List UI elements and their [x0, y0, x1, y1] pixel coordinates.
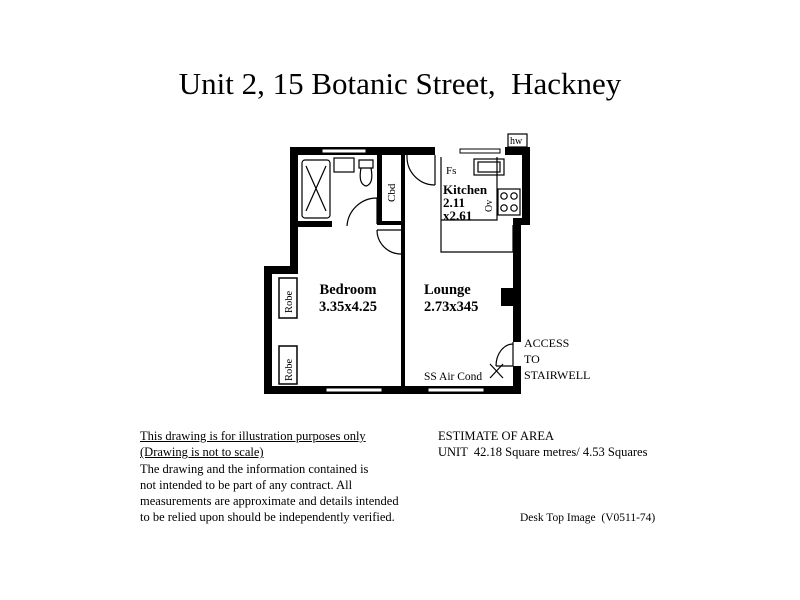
wall-bath-right	[377, 155, 382, 224]
burner-1	[500, 192, 508, 200]
kitchen-fixtures	[440, 133, 528, 253]
area-heading: ESTIMATE OF AREA	[438, 429, 554, 443]
bedroom-size: 3.35x4.25	[319, 299, 377, 315]
burner-3	[500, 204, 508, 212]
cooktop	[497, 188, 521, 216]
plan-labels: Bedroom 3.35x4.25 Lounge 2.73x345 Kitche…	[284, 136, 590, 383]
door-bedroom	[376, 229, 402, 255]
wall-bedroom-step	[264, 266, 298, 274]
access-label-3: STAIRWELL	[524, 368, 590, 382]
area-estimate: ESTIMATE OF AREA UNIT 42.18 Square metre…	[438, 428, 647, 461]
wall-bath-left	[290, 147, 298, 274]
lounge-size: 2.73x345	[424, 299, 478, 315]
window-bath	[321, 148, 367, 154]
fridge-space-label: Fs	[446, 165, 456, 177]
wall-lounge-right	[513, 218, 521, 342]
window-bedroom	[325, 387, 383, 393]
kitchen-sink	[473, 158, 505, 176]
interior-walls	[278, 155, 405, 386]
wall-bedroom-left	[264, 266, 272, 394]
kitchen-size-2: x2.61	[443, 208, 472, 223]
bathroom-fixtures	[301, 157, 374, 219]
oven-label: Ov	[484, 200, 495, 212]
window-lounge	[427, 387, 485, 393]
plan-title: Unit 2, 15 Botanic Street, Hackney	[178, 66, 622, 101]
wall-top-right	[505, 147, 530, 155]
robe-lower-label: Robe	[284, 358, 295, 381]
windows	[321, 148, 501, 393]
cupboard-label: Cbd	[386, 183, 398, 202]
wall-robe-lower	[278, 345, 298, 385]
door-bath	[346, 197, 378, 227]
kitchen-bench	[440, 157, 514, 253]
kitchen-label: Kitchen	[443, 182, 488, 197]
lounge-label: Lounge	[424, 282, 471, 298]
basin	[333, 157, 355, 173]
burner-4	[510, 204, 518, 212]
access-label-1: ACCESS	[524, 336, 569, 350]
disclaimer-line: measurements are approximate and details…	[140, 494, 399, 509]
bathtub	[301, 159, 331, 219]
door-access	[495, 342, 514, 367]
kitchen-size-1: 2.11	[443, 195, 465, 210]
kitchen-counter	[441, 157, 498, 221]
disclaimer-heading-2: (Drawing is not to scale)	[140, 445, 264, 460]
disclaimer: This drawing is for illustration purpose…	[140, 428, 440, 526]
kitchen-sink-bowl	[477, 161, 501, 173]
door-kitchen	[406, 150, 436, 186]
wall-cupboard-bottom	[377, 221, 405, 225]
window-kitchen	[459, 148, 501, 154]
wall-bath-bottom	[298, 221, 332, 227]
access-mark-2	[489, 363, 504, 379]
wall-bedroom-lounge	[401, 155, 405, 386]
bedroom-label: Bedroom	[320, 282, 377, 298]
area-value: UNIT 42.18 Square metres/ 4.53 Squares	[438, 445, 648, 460]
hot-water-box	[507, 133, 528, 148]
wall-bottom	[264, 386, 514, 394]
robe-upper-label: Robe	[284, 290, 295, 313]
air-cond-label: SS Air Cond	[424, 371, 482, 383]
wall-lounge-detail	[501, 288, 513, 306]
bathtub-inner	[305, 165, 327, 212]
disclaimer-line: to be relied upon should be independentl…	[140, 510, 395, 525]
disclaimer-heading-1: This drawing is for illustration purpose…	[140, 429, 366, 443]
toilet	[358, 159, 374, 187]
disclaimer-line: The drawing and the information containe…	[140, 461, 369, 476]
burner-2	[510, 192, 518, 200]
wall-kitchen-right	[522, 147, 530, 225]
wall-access-stub	[513, 366, 521, 394]
wall-robe-upper	[278, 277, 298, 319]
doors	[346, 150, 514, 379]
access-label-2: TO	[524, 352, 540, 366]
disclaimer-line: not intended to be part of any contract.…	[140, 477, 353, 492]
hot-water-label: hw	[510, 136, 523, 147]
wall-lounge-step	[513, 218, 530, 225]
image-reference: Desk Top Image (V0511-74)	[520, 512, 656, 524]
